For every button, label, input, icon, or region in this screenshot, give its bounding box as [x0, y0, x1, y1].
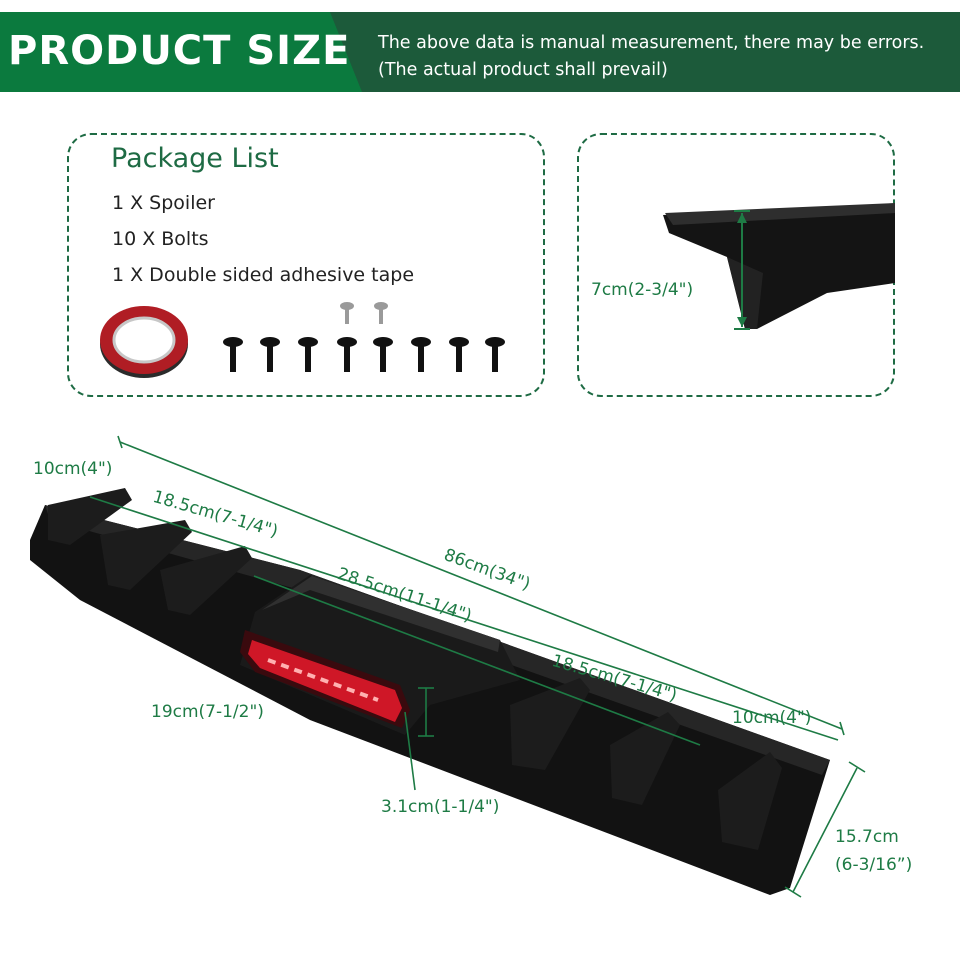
- header-banner: PRODUCT SIZE The above data is manual me…: [0, 12, 960, 92]
- package-item-bolts: 10 X Bolts: [112, 228, 209, 250]
- measurement-note-line2: (The actual product shall prevail): [378, 60, 668, 80]
- height-dimension-label: 7cm(2-3/4"): [591, 280, 694, 300]
- end-left-dimension-label: 10cm(4"): [33, 459, 113, 479]
- measurement-note: The above data is manual measurement, th…: [378, 30, 924, 84]
- adhesive-tape-roll-image: [100, 306, 188, 378]
- light-height-dimension-label: 3.1cm(1-1/4"): [381, 797, 500, 817]
- package-item-spoiler: 1 X Spoiler: [112, 192, 215, 214]
- light-width-dimension-label: 19cm(7-1/2"): [151, 702, 264, 722]
- depth-dimension-label: 15.7cm (6-3/16”): [835, 823, 912, 879]
- spoiler-side-profile-image: [663, 203, 895, 330]
- measurement-note-line1: The above data is manual measurement, th…: [378, 33, 925, 53]
- page-title: PRODUCT SIZE: [8, 28, 351, 74]
- package-list-title: Package List: [111, 143, 279, 174]
- package-list-box: [67, 133, 545, 397]
- bolts-image: [223, 302, 505, 372]
- depth-dimension-line2: (6-3/16”): [835, 855, 913, 875]
- depth-dimension-line1: 15.7cm: [835, 827, 899, 847]
- package-item-tape: 1 X Double sided adhesive tape: [112, 264, 415, 286]
- header-title-band: [0, 12, 362, 92]
- end-right-dimension-label: 10cm(4"): [732, 708, 812, 728]
